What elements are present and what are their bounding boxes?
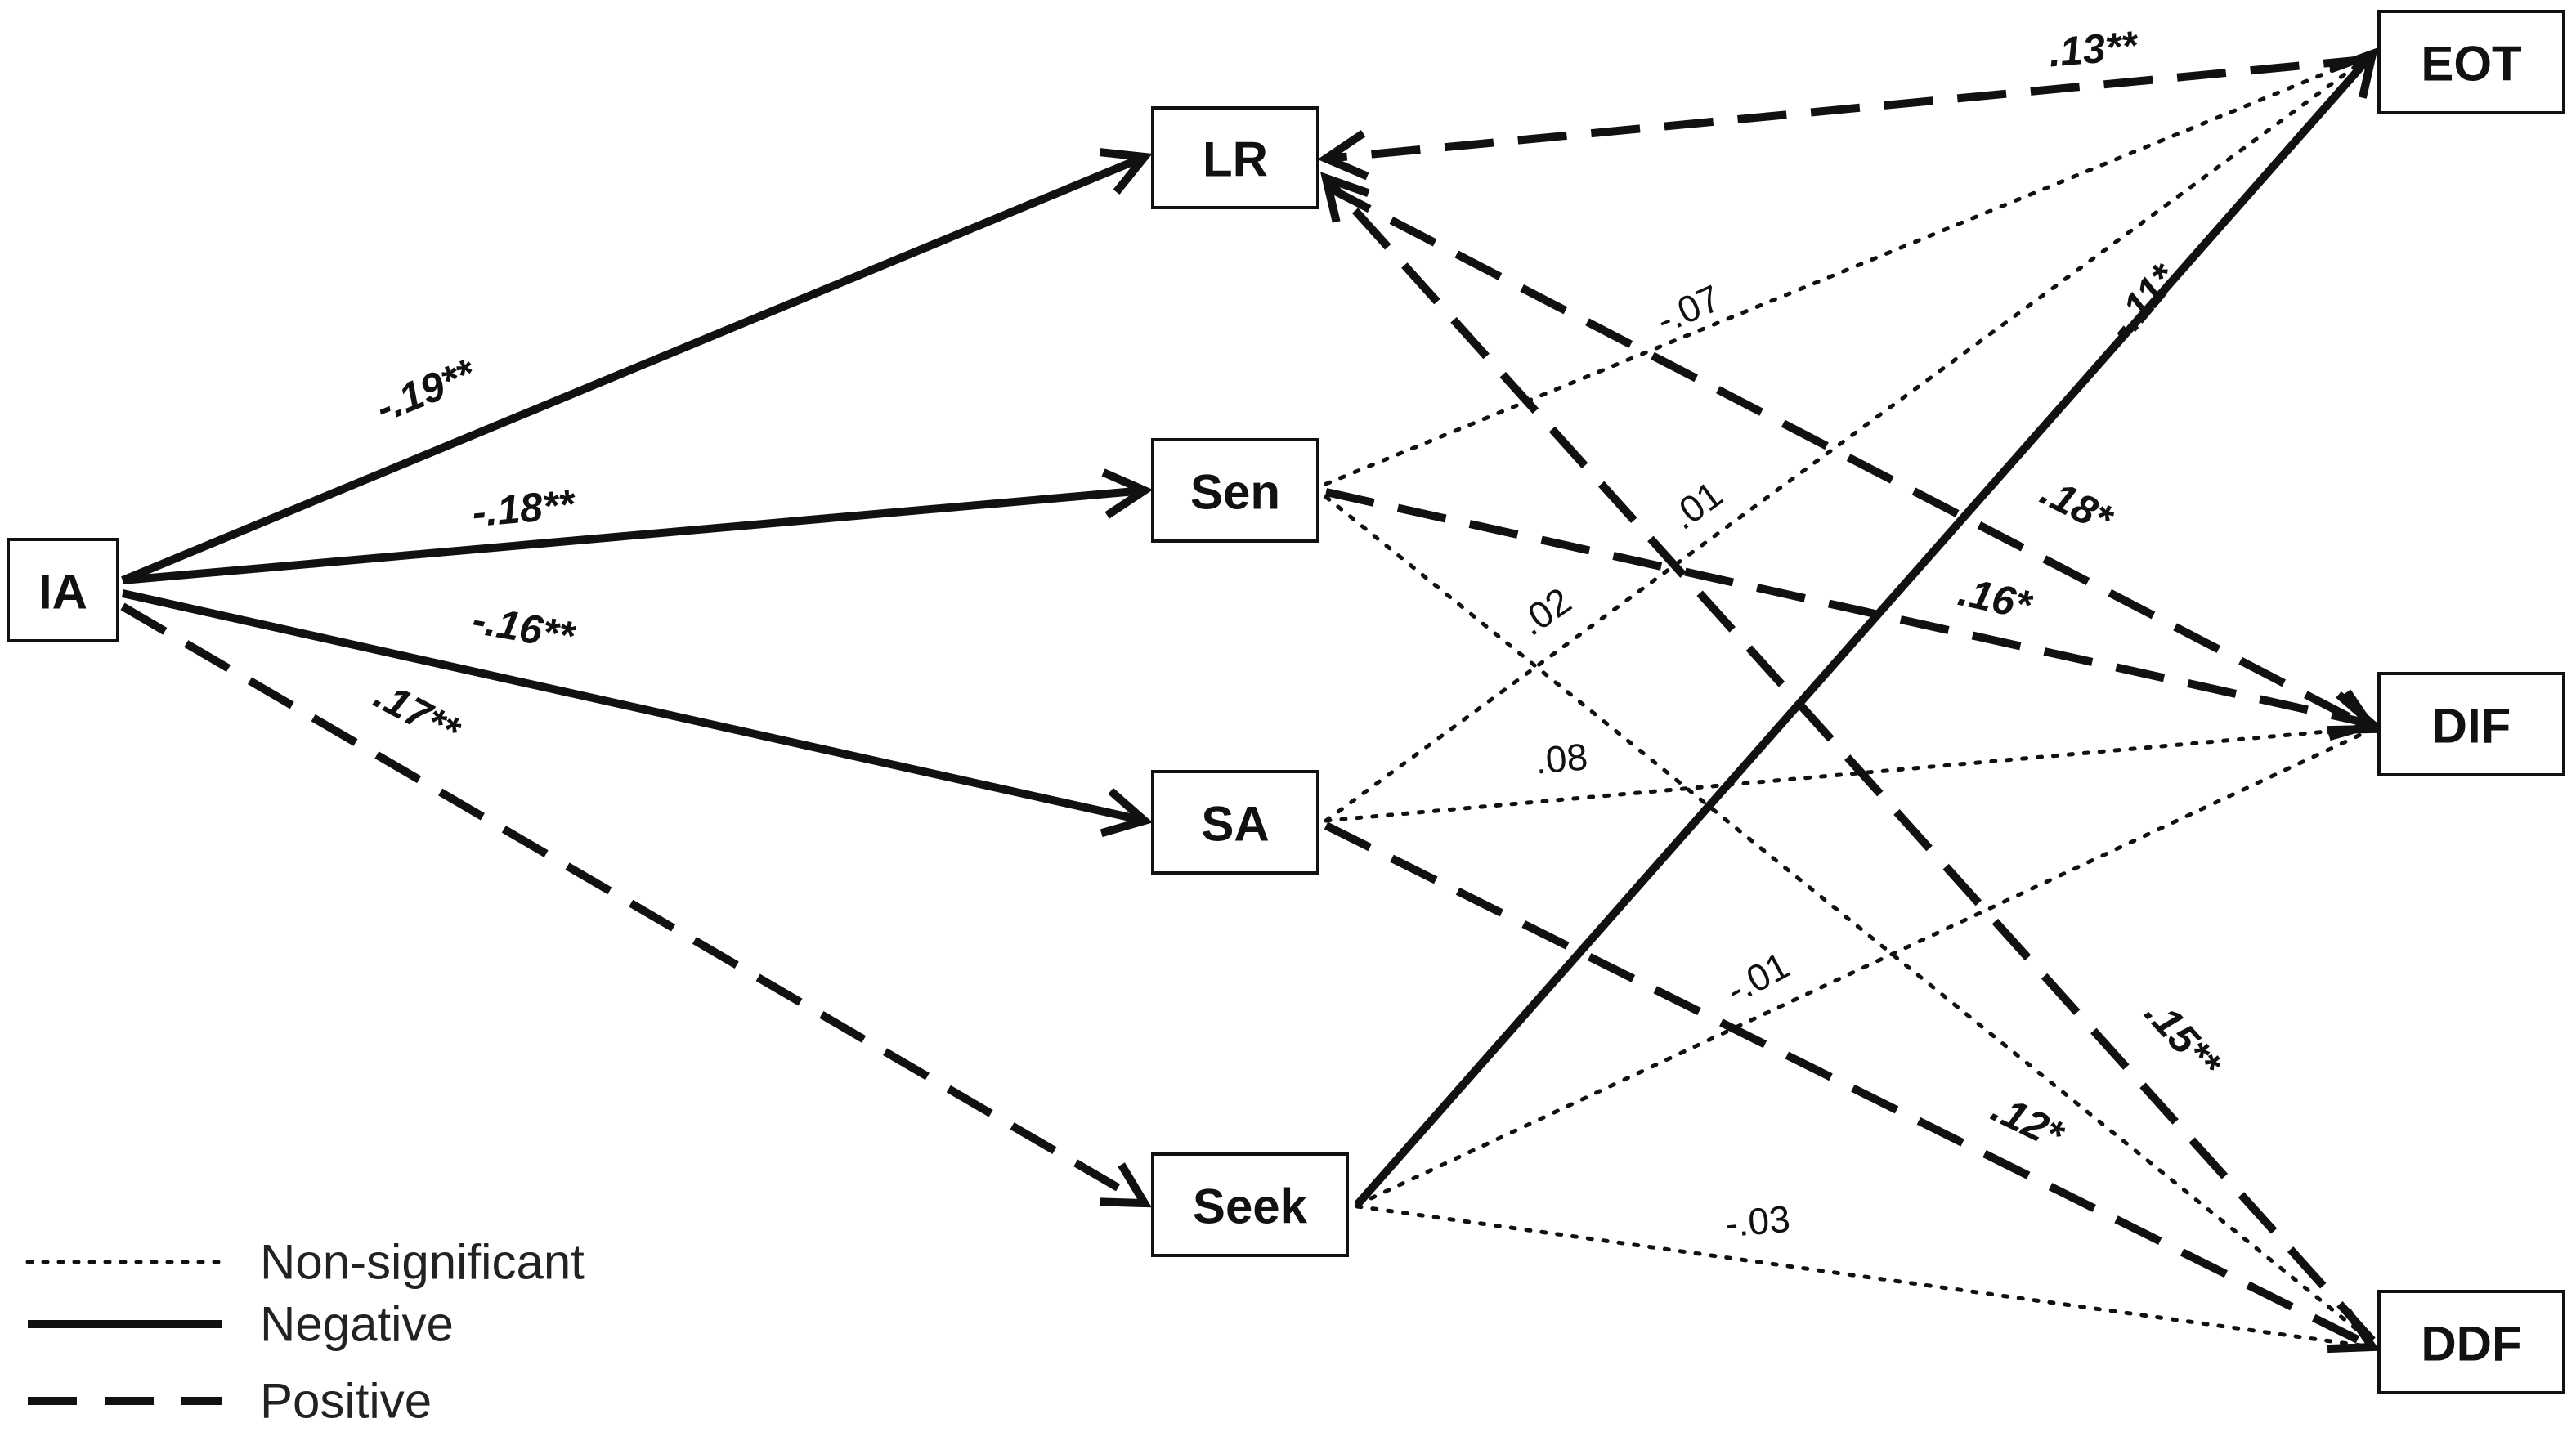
path-line-sen-dif xyxy=(1324,488,2374,728)
path-sen-ddf xyxy=(1324,495,2375,1345)
path-sa-ddf xyxy=(1324,821,2381,1354)
node-box-sa xyxy=(1151,770,1319,875)
node-label-dif: DIF xyxy=(2432,699,2511,754)
node-dif: DIF xyxy=(2377,672,2565,776)
node-ddf: DDF xyxy=(2377,1290,2565,1394)
node-box-dif xyxy=(2377,672,2565,776)
arrowhead-sa-ddf xyxy=(2327,1308,2381,1354)
coefficient-label-sa-ddf: .12* xyxy=(1985,1085,2072,1158)
arrowhead-eot-lr xyxy=(1317,130,1369,181)
path-line-sa-ddf xyxy=(1324,821,2375,1351)
coefficient-label-sen-ddf: .02 xyxy=(1512,579,1579,643)
path-ia-lr xyxy=(121,148,1153,584)
path-line-seek-ddf xyxy=(1355,1204,2375,1349)
path-line-sa-dif xyxy=(1324,725,2375,823)
path-ddf-lr xyxy=(1320,172,2376,1344)
node-label-ddf: DDF xyxy=(2421,1317,2521,1372)
path-line-ddf-lr xyxy=(1323,175,2376,1344)
path-ia-sen xyxy=(122,468,1154,584)
legend-item-positive: Positive xyxy=(28,1374,432,1429)
path-line-sen-ddf xyxy=(1324,495,2375,1345)
coefficient-label-ia-seek: .17** xyxy=(367,672,468,755)
node-box-lr xyxy=(1151,106,1319,209)
path-line-ia-lr xyxy=(121,153,1146,584)
node-label-seek: Seek xyxy=(1193,1179,1308,1234)
coefficient-label-lr-dif: .18* xyxy=(2034,468,2121,543)
legend-item-non-significant: Non-significant xyxy=(25,1235,585,1290)
coefficient-label-ia-lr: -.19** xyxy=(370,350,483,432)
coefficient-label-sa-dif: .08 xyxy=(1534,735,1589,781)
coefficient-label-sen-dif: .16* xyxy=(1955,568,2037,629)
path-sen-eot xyxy=(1324,51,2375,486)
coefficient-label-seek-ddf: -.03 xyxy=(1723,1197,1791,1246)
legend-label-non-significant: Non-significant xyxy=(260,1235,585,1290)
path-line-sa-eot xyxy=(1324,51,2375,823)
coefficient-label-ddf-lr: .15** xyxy=(2136,990,2231,1088)
node-box-seek xyxy=(1151,1152,1349,1257)
node-label-eot: EOT xyxy=(2421,37,2521,92)
path-ia-sa xyxy=(121,589,1154,838)
path-seek-eot xyxy=(1354,47,2378,1208)
coefficient-label-seek-eot: -.11* xyxy=(2098,254,2188,349)
node-box-ia xyxy=(7,538,119,642)
legend-label-positive: Positive xyxy=(260,1374,432,1429)
coefficient-label-sen-eot: -.07 xyxy=(1650,276,1727,342)
path-line-lr-dif xyxy=(1324,182,2375,733)
path-line-eot-lr xyxy=(1325,55,2373,163)
arrowhead-ia-sen xyxy=(1101,468,1154,519)
node-seek: Seek xyxy=(1151,1152,1349,1257)
path-line-seek-eot xyxy=(1354,51,2376,1208)
arrowhead-sen-dif xyxy=(2327,691,2381,741)
coefficient-label-seek-dif: -.01 xyxy=(1719,943,1796,1011)
node-box-sen xyxy=(1151,438,1319,543)
path-sa-eot xyxy=(1324,51,2375,823)
node-label-ia: IA xyxy=(38,565,87,620)
path-eot-lr xyxy=(1317,55,2373,181)
node-box-ddf xyxy=(2377,1290,2565,1394)
arrowhead-ia-seek xyxy=(1099,1162,1153,1208)
path-line-sen-eot xyxy=(1324,51,2375,486)
path-line-ia-sen xyxy=(122,486,1145,584)
path-edges xyxy=(120,47,2381,1354)
node-lr: LR xyxy=(1151,106,1319,209)
node-sen: Sen xyxy=(1151,438,1319,543)
path-sa-dif xyxy=(1324,725,2375,823)
coefficient-label-ia-sen: -.18** xyxy=(470,481,578,535)
path-line-ia-sa xyxy=(121,589,1146,825)
path-line-ia-seek xyxy=(120,602,1147,1207)
node-label-sa: SA xyxy=(1201,797,1269,852)
coefficient-label-eot-lr: .13** xyxy=(2047,22,2141,75)
node-sa: SA xyxy=(1151,770,1319,875)
arrowhead-ia-lr xyxy=(1099,148,1153,195)
node-ia: IA xyxy=(7,538,119,642)
node-box-eot xyxy=(2377,10,2565,114)
coefficient-label-sa-eot: .01 xyxy=(1663,472,1730,538)
arrowhead-ddf-lr xyxy=(1320,172,1370,223)
node-label-sen: Sen xyxy=(1190,465,1280,520)
coefficient-label-ia-sa: -.16** xyxy=(469,597,580,660)
path-line-seek-dif xyxy=(1355,727,2375,1207)
path-seek-dif xyxy=(1355,727,2375,1207)
path-ia-seek xyxy=(120,602,1153,1208)
legend-item-negative: Negative xyxy=(28,1297,454,1352)
node-label-lr: LR xyxy=(1203,132,1268,187)
arrowhead-ia-sa xyxy=(1100,788,1154,838)
legend-label-negative: Negative xyxy=(260,1297,454,1352)
path-seek-ddf xyxy=(1355,1204,2375,1349)
path-sen-dif xyxy=(1324,488,2381,741)
node-eot: EOT xyxy=(2377,10,2565,114)
